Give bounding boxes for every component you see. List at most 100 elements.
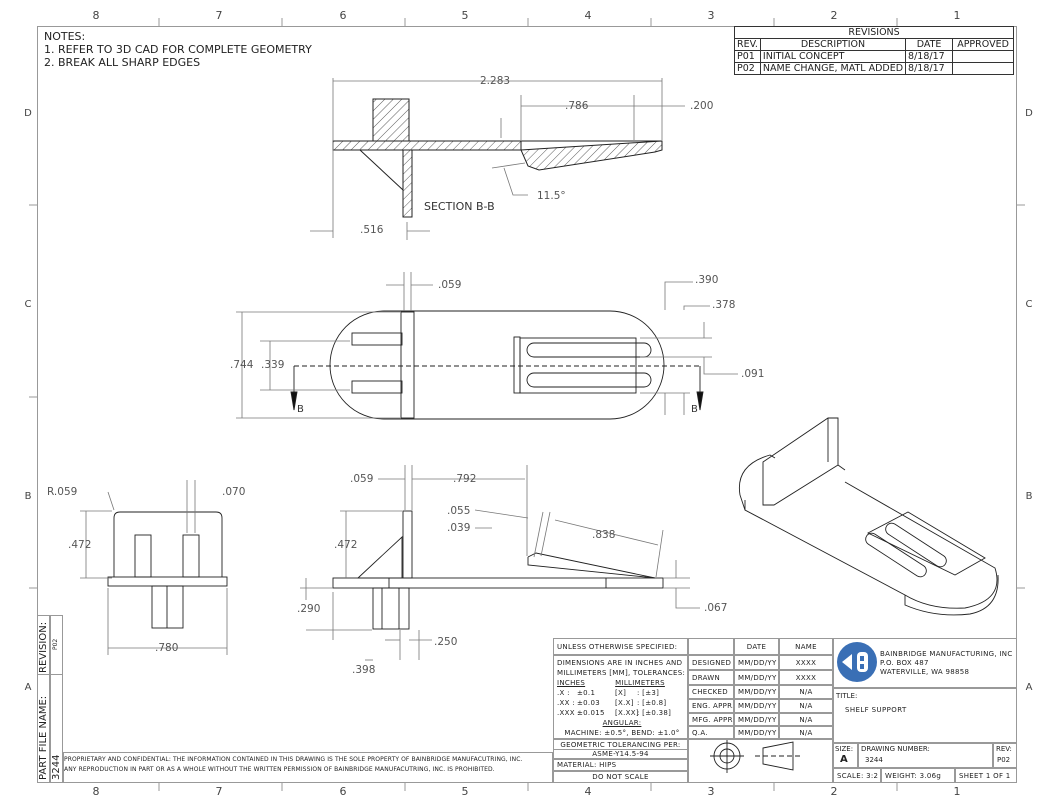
rev-label: REV: bbox=[996, 745, 1012, 753]
size-label: SIZE: bbox=[835, 745, 854, 753]
title-cell bbox=[833, 688, 1017, 743]
dim-290: .290 bbox=[297, 603, 321, 615]
approval-date: MM/DD/YY bbox=[734, 726, 779, 739]
revision-label: REVISION: bbox=[38, 621, 49, 673]
zone-row-b: B bbox=[24, 491, 32, 502]
company-address-1: P.O. BOX 487 bbox=[880, 659, 929, 667]
approval-name: N/A bbox=[779, 699, 833, 713]
confidential-box bbox=[63, 752, 553, 783]
zone-col-2: 2 bbox=[830, 9, 838, 22]
zone-row-a: A bbox=[24, 682, 32, 693]
top-view bbox=[290, 310, 704, 420]
zone-col-4: 4 bbox=[584, 785, 592, 798]
zone-col-1: 1 bbox=[953, 785, 961, 798]
dim-516: .516 bbox=[360, 224, 384, 236]
dim-067: .067 bbox=[704, 602, 728, 614]
drawing-number-cell bbox=[858, 743, 993, 768]
company-address-2: WATERVILLE, WA 98858 bbox=[880, 668, 970, 676]
dim-039: .039 bbox=[447, 522, 471, 534]
approval-role: DESIGNED bbox=[688, 655, 734, 670]
dim-250: .250 bbox=[434, 636, 458, 648]
angular-values: MACHINE: ±0.5°, BEND: ±1.0° bbox=[564, 729, 680, 737]
dim-792: .792 bbox=[453, 473, 477, 485]
approval-header-name: NAME bbox=[779, 638, 833, 655]
front-view bbox=[107, 511, 228, 629]
dim-398: .398 bbox=[352, 664, 376, 676]
confidential-notice: PROPRIETARY AND CONFIDENTIAL: THE INFORM… bbox=[64, 755, 523, 775]
date-cell: 8/18/17 bbox=[905, 62, 954, 75]
zone-row-d: D bbox=[1025, 108, 1033, 119]
part-file-label: PART FILE NAME: bbox=[38, 695, 49, 780]
dim-angle: 11.5° bbox=[537, 190, 566, 202]
company-cell bbox=[833, 638, 1017, 688]
dim-200: .200 bbox=[690, 100, 714, 112]
revision-value: P02 bbox=[52, 638, 59, 650]
drawing-title: SHELF SUPPORT bbox=[845, 706, 907, 714]
zone-row-c: C bbox=[24, 299, 32, 310]
dim-055: .055 bbox=[447, 505, 471, 517]
approval-role: CHECKED bbox=[688, 685, 734, 699]
geo-tol-line-2: ASME-Y14.5-94 bbox=[553, 749, 688, 759]
side-strip-divider bbox=[37, 615, 63, 675]
dim-472-front: .472 bbox=[68, 539, 92, 551]
section-marker-right: B bbox=[691, 404, 698, 415]
isometric-view bbox=[738, 417, 999, 616]
projection-symbol-cell bbox=[688, 739, 833, 783]
geo-tol-line-1: GEOMETRIC TOLERANCING PER: bbox=[553, 739, 688, 750]
sheet: SHEET 1 OF 1 bbox=[955, 768, 1017, 783]
approval-header-blank bbox=[688, 638, 734, 655]
tol-in-val: ±0.1 bbox=[577, 689, 596, 697]
weight: WEIGHT: 3.06g bbox=[881, 768, 955, 783]
dim-339: .339 bbox=[261, 359, 285, 371]
dims-line-1: DIMENSIONS ARE IN INCHES AND bbox=[557, 659, 683, 667]
zone-col-6: 6 bbox=[339, 9, 347, 22]
dim-059-top: .059 bbox=[438, 279, 462, 291]
section-view bbox=[332, 98, 663, 218]
part-file-value: 3244 bbox=[51, 754, 62, 780]
approval-date: MM/DD/YY bbox=[734, 713, 779, 726]
approval-date: MM/DD/YY bbox=[734, 685, 779, 699]
approval-name: N/A bbox=[779, 685, 833, 699]
tol-mm-label: [X.X] bbox=[615, 699, 634, 707]
title-label: TITLE: bbox=[836, 692, 858, 700]
revision-row: P02 NAME CHANGE, MATL ADDED 8/18/17 bbox=[734, 62, 1015, 75]
zone-col-3: 3 bbox=[707, 9, 715, 22]
rev-value: P02 bbox=[997, 756, 1011, 764]
tol-in-label: .XXX : bbox=[557, 709, 580, 717]
notes-block: NOTES: 1. REFER TO 3D CAD FOR COMPLETE G… bbox=[44, 30, 312, 69]
tol-in-val: ±0.03 bbox=[577, 699, 600, 707]
description-cell: NAME CHANGE, MATL ADDED bbox=[759, 62, 907, 75]
dim-059-side: .059 bbox=[350, 473, 374, 485]
approval-date: MM/DD/YY bbox=[734, 670, 779, 685]
dim-091: .091 bbox=[741, 368, 765, 380]
zone-col-1: 1 bbox=[953, 9, 961, 22]
dim-472-side: .472 bbox=[334, 539, 358, 551]
zone-row-a: A bbox=[1025, 682, 1033, 693]
material: MATERIAL: HIPS bbox=[553, 759, 688, 771]
inches-header: INCHES bbox=[557, 679, 586, 687]
approval-role: ENG. APPR. bbox=[688, 699, 734, 713]
zone-col-4: 4 bbox=[584, 9, 592, 22]
note-1: 1. REFER TO 3D CAD FOR COMPLETE GEOMETRY bbox=[44, 43, 312, 56]
zone-col-6: 6 bbox=[339, 785, 347, 798]
side-view bbox=[332, 510, 664, 630]
tol-in-val: ±0.015 bbox=[577, 709, 605, 717]
angular-header: ANGULAR: bbox=[602, 719, 642, 727]
zone-row-d: D bbox=[24, 108, 32, 119]
scale: SCALE: 3:2 bbox=[833, 768, 881, 783]
tol-mm-val: : [±0.38] bbox=[637, 709, 672, 717]
dim-838: .838 bbox=[592, 529, 616, 541]
drawing-number: 3244 bbox=[865, 756, 883, 764]
approval-role: DRAWN bbox=[688, 670, 734, 685]
approval-name: XXXX bbox=[779, 655, 833, 670]
zone-row-b: B bbox=[1025, 491, 1033, 502]
zone-col-2: 2 bbox=[830, 785, 838, 798]
dim-070: .070 bbox=[222, 486, 246, 498]
notes-title: NOTES: bbox=[44, 30, 86, 43]
dim-378: .378 bbox=[712, 299, 736, 311]
approval-role: Q.A. bbox=[688, 726, 734, 739]
tolerances-cell: DIMENSIONS ARE IN INCHES AND MILLIMETERS… bbox=[553, 655, 688, 739]
zone-col-7: 7 bbox=[215, 9, 223, 22]
confidential-line-1: PROPRIETARY AND CONFIDENTIAL: THE INFORM… bbox=[64, 756, 523, 763]
dim-overall-length: 2.283 bbox=[480, 75, 511, 87]
